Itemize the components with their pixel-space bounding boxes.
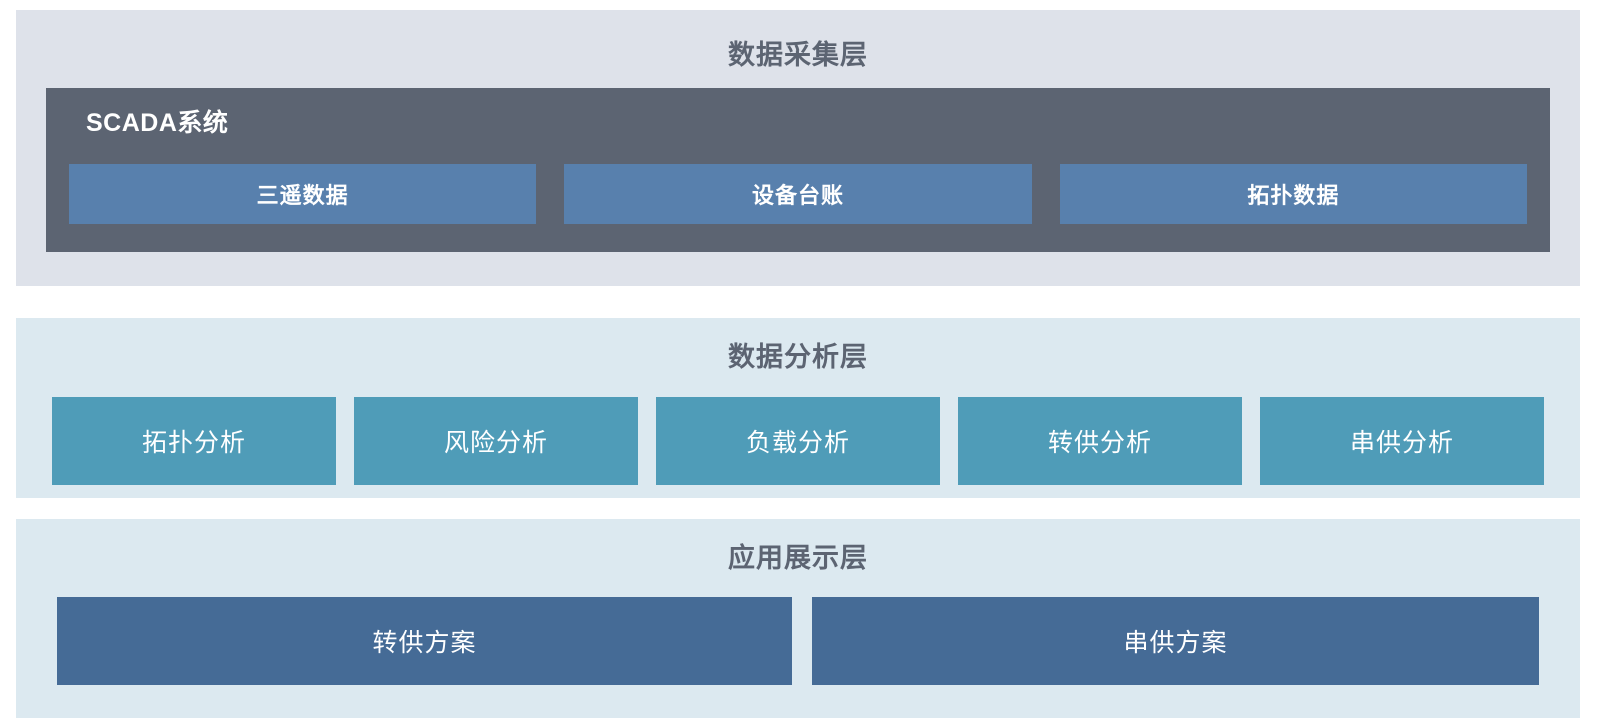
- analysis-box-label: 拓扑分析: [141, 429, 246, 457]
- analysis-box-label: 转供分析: [1047, 429, 1152, 457]
- analysis-box-load[interactable]: 负载分析: [656, 397, 940, 485]
- layer-title-application-display: 应用展示层: [728, 543, 868, 573]
- layer-title-data-analysis: 数据分析层: [728, 342, 868, 372]
- analysis-box-transfer-supply[interactable]: 转供分析: [958, 397, 1242, 485]
- application-box-label: 转供方案: [372, 629, 477, 657]
- scada-box-equipment-ledger[interactable]: 设备台账: [564, 164, 1032, 224]
- analysis-box-label: 串供分析: [1349, 429, 1454, 457]
- analysis-box-risk[interactable]: 风险分析: [354, 397, 638, 485]
- layer-data-collection: 数据采集层 SCADA系统 三遥数据 设备台账 拓扑数据: [16, 10, 1580, 286]
- analysis-box-row: 拓扑分析 风险分析 负载分析 转供分析 串供分析: [52, 397, 1544, 485]
- analysis-box-topology[interactable]: 拓扑分析: [52, 397, 336, 485]
- analysis-box-series-supply[interactable]: 串供分析: [1260, 397, 1544, 485]
- layer-data-analysis: 数据分析层 拓扑分析 风险分析 负载分析 转供分析 串供分析: [16, 318, 1580, 498]
- analysis-box-label: 风险分析: [443, 429, 548, 457]
- scada-box-label: 三遥数据: [256, 183, 349, 208]
- application-box-label: 串供方案: [1123, 629, 1228, 657]
- scada-box-telemetry-data[interactable]: 三遥数据: [69, 164, 537, 224]
- scada-box-row: 三遥数据 设备台账 拓扑数据: [69, 164, 1527, 224]
- application-box-row: 转供方案 串供方案: [57, 597, 1539, 685]
- scada-box-label: 设备台账: [751, 183, 844, 208]
- scada-box-topology-data[interactable]: 拓扑数据: [1059, 164, 1527, 224]
- layer-title-data-collection: 数据采集层: [728, 40, 868, 70]
- application-box-series-supply-plan[interactable]: 串供方案: [812, 597, 1539, 685]
- scada-box-label: 拓扑数据: [1247, 183, 1340, 208]
- application-box-transfer-supply-plan[interactable]: 转供方案: [57, 597, 792, 685]
- layer-application-display: 应用展示层 转供方案 串供方案: [16, 519, 1580, 718]
- scada-system-label: SCADA系统: [86, 109, 229, 137]
- scada-system-group: SCADA系统 三遥数据 设备台账 拓扑数据: [46, 88, 1550, 252]
- analysis-box-label: 负载分析: [745, 429, 850, 457]
